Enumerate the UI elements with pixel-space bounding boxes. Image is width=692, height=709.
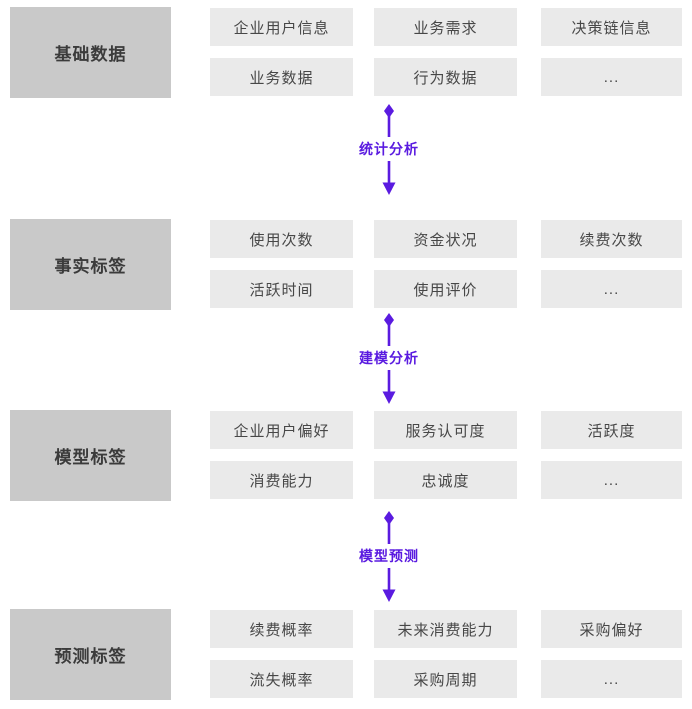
item-box: 决策链信息 bbox=[541, 8, 682, 46]
flow-arrow-statistical-analysis: 统计分析 bbox=[359, 104, 419, 195]
flow-arrow-modeling-analysis: 建模分析 bbox=[359, 313, 419, 404]
item-box: 使用次数 bbox=[210, 220, 353, 258]
item-box: 活跃时间 bbox=[210, 270, 353, 308]
section-title: 事实标签 bbox=[54, 257, 127, 276]
section-title: 基础数据 bbox=[54, 45, 127, 64]
item-box: 服务认可度 bbox=[374, 411, 517, 449]
item-box: 业务需求 bbox=[374, 8, 517, 46]
item-box: 流失概率 bbox=[210, 660, 353, 698]
section-model-labels: 模型标签 企业用户偏好 服务认可度 活跃度 消费能力 忠诚度 ... bbox=[0, 410, 692, 502]
arrow-tail-icon bbox=[384, 313, 394, 346]
item-box: ... bbox=[541, 461, 682, 499]
item-box: ... bbox=[541, 58, 682, 96]
section-basic-data: 基础数据 企业用户信息 业务需求 决策链信息 业务数据 行为数据 ... bbox=[0, 7, 692, 99]
arrow-head-icon bbox=[382, 568, 396, 602]
flow-arrow-model-prediction: 模型预测 bbox=[359, 511, 419, 602]
section-title-box: 事实标签 bbox=[10, 219, 171, 310]
section-fact-labels: 事实标签 使用次数 资金状况 续费次数 活跃时间 使用评价 ... bbox=[0, 219, 692, 311]
arrow-head-icon bbox=[382, 370, 396, 404]
item-box: ... bbox=[541, 270, 682, 308]
arrow-tail-icon bbox=[384, 511, 394, 544]
section-title-box: 模型标签 bbox=[10, 410, 171, 501]
section-prediction-labels: 预测标签 续费概率 未来消费能力 采购偏好 流失概率 采购周期 ... bbox=[0, 609, 692, 701]
item-box: 忠诚度 bbox=[374, 461, 517, 499]
section-title: 模型标签 bbox=[54, 448, 127, 467]
item-box: 续费概率 bbox=[210, 610, 353, 648]
item-box: 使用评价 bbox=[374, 270, 517, 308]
item-box: 采购偏好 bbox=[541, 610, 682, 648]
section-title-box: 预测标签 bbox=[10, 609, 171, 700]
arrow-label: 模型预测 bbox=[359, 548, 419, 564]
arrow-tail-icon bbox=[384, 104, 394, 137]
item-box: 活跃度 bbox=[541, 411, 682, 449]
item-box: 企业用户偏好 bbox=[210, 411, 353, 449]
item-box: 续费次数 bbox=[541, 220, 682, 258]
section-title: 预测标签 bbox=[54, 647, 127, 666]
item-box: ... bbox=[541, 660, 682, 698]
item-box: 资金状况 bbox=[374, 220, 517, 258]
item-box: 行为数据 bbox=[374, 58, 517, 96]
item-box: 业务数据 bbox=[210, 58, 353, 96]
arrow-label: 建模分析 bbox=[359, 350, 419, 366]
arrow-head-icon bbox=[382, 161, 396, 195]
item-box: 未来消费能力 bbox=[374, 610, 517, 648]
item-box: 采购周期 bbox=[374, 660, 517, 698]
arrow-label: 统计分析 bbox=[359, 141, 419, 157]
section-title-box: 基础数据 bbox=[10, 7, 171, 98]
item-box: 消费能力 bbox=[210, 461, 353, 499]
item-box: 企业用户信息 bbox=[210, 8, 353, 46]
